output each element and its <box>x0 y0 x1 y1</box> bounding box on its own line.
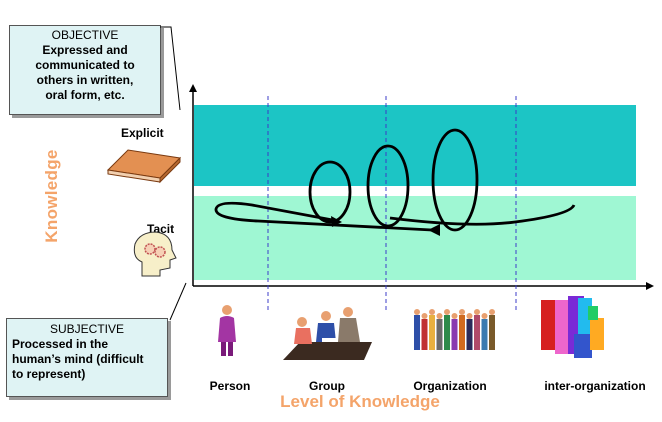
objective-line-3: others in written, <box>36 73 134 87</box>
crowd-person-head <box>489 309 495 315</box>
person-icon <box>218 305 236 356</box>
crowd-person-head <box>451 313 458 319</box>
objective-box: OBJECTIVE Expressed and communicated to … <box>9 25 161 115</box>
crowd-person-head <box>436 313 443 319</box>
crowd-person-body <box>421 319 428 350</box>
crowd-person-body <box>451 319 458 350</box>
crowd-person-body <box>489 315 495 350</box>
buildings-icon <box>541 296 604 358</box>
crowd-person-head <box>444 309 450 315</box>
spiral-arrow-head <box>428 224 440 236</box>
level-organization: Organization <box>413 379 487 393</box>
objective-callout <box>160 26 181 111</box>
objective-line-4: oral form, etc. <box>45 88 125 102</box>
level-person: Person <box>209 379 251 393</box>
crowd-person-body <box>466 319 473 350</box>
head-gears-icon <box>133 231 177 277</box>
crowd-person-head <box>466 313 473 319</box>
subjective-box: SUBJECTIVE Processed in the human’s mind… <box>6 318 168 397</box>
crowd-person-head <box>481 313 488 319</box>
crowd-person-body <box>414 315 420 350</box>
crowd-person-head <box>474 309 480 315</box>
knowledge-spiral <box>214 128 576 232</box>
subjective-line-1: Processed in the <box>12 337 109 351</box>
level-group: Group <box>309 379 345 393</box>
crowd-person-body <box>474 315 480 350</box>
subjective-line-2: human’s mind (difficult <box>12 352 144 366</box>
crowd-person-head <box>429 309 435 315</box>
meeting-group-icon <box>283 307 372 360</box>
level-inter-organization: inter-organization <box>544 379 646 393</box>
crowd-icon <box>414 309 495 350</box>
objective-line-1: Expressed and <box>42 43 128 57</box>
subjective-line-3: to represent) <box>12 367 86 381</box>
crowd-person-head <box>459 309 465 315</box>
crowd-person-head <box>414 309 420 315</box>
y-axis-arrow <box>189 84 197 92</box>
subjective-heading: SUBJECTIVE <box>49 322 124 336</box>
crowd-person-body <box>429 315 435 350</box>
x-axis-arrow <box>646 282 654 290</box>
objective-heading: OBJECTIVE <box>51 28 119 42</box>
crowd-person-body <box>481 319 488 350</box>
explicit-label: Explicit <box>121 126 164 140</box>
crowd-person-body <box>459 315 465 350</box>
crowd-person-head <box>421 313 428 319</box>
crowd-person-body <box>444 315 450 350</box>
objective-line-2: communicated to <box>35 58 135 72</box>
subjective-callout <box>169 282 187 321</box>
book-icon <box>106 149 182 184</box>
crowd-person-body <box>436 319 443 350</box>
x-axis-label: Level of Knowledge <box>280 392 440 411</box>
explicit-band <box>194 105 636 186</box>
